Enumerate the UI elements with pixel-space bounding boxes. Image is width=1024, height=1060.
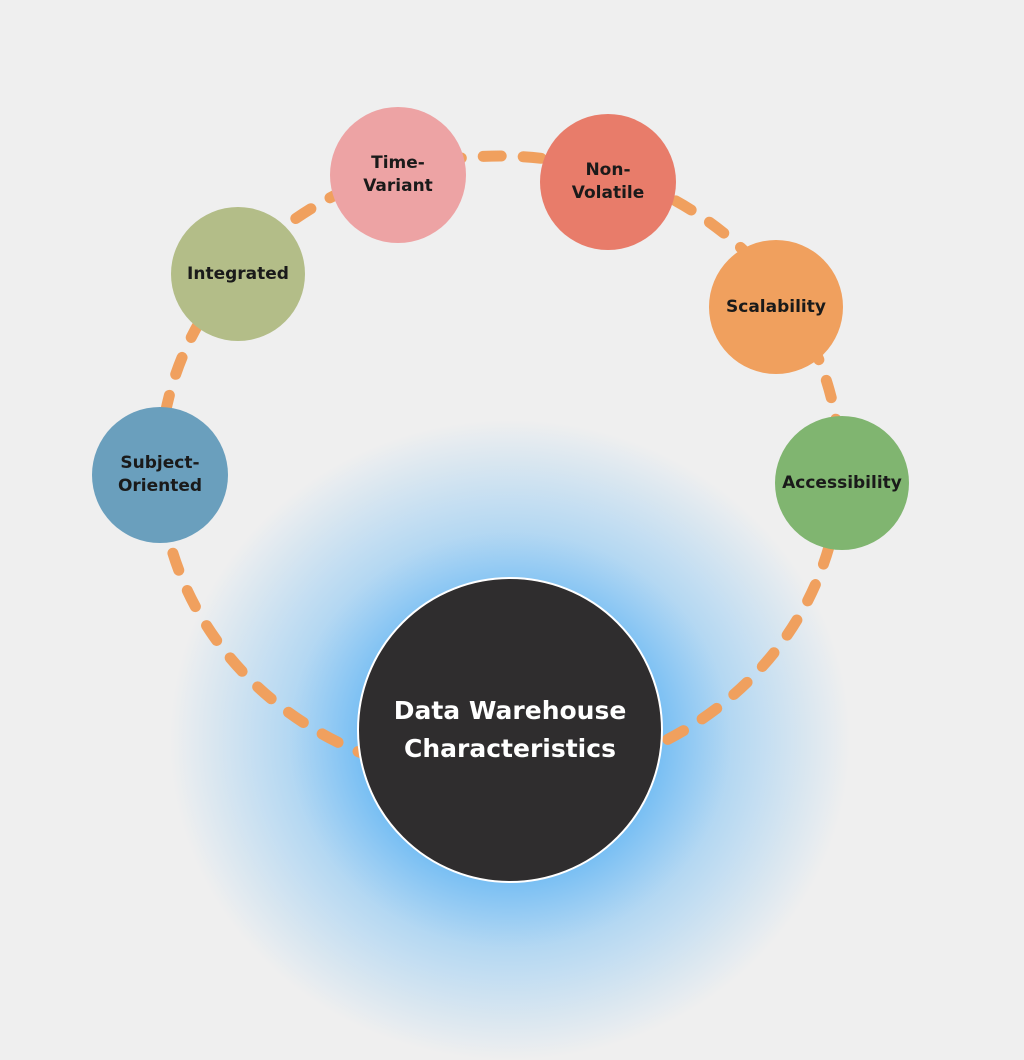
node-time-variant: Time- Variant bbox=[330, 107, 466, 243]
node-label: Subject- bbox=[120, 453, 200, 473]
node-label: Time- bbox=[371, 153, 425, 173]
node-accessibility: Accessibility bbox=[775, 416, 909, 550]
node-scalability: Scalability bbox=[709, 240, 843, 374]
node-label: Scalability bbox=[726, 296, 826, 317]
node-label: Oriented bbox=[117, 476, 203, 496]
node-label: Integrated bbox=[187, 263, 289, 284]
node-label: Variant bbox=[363, 176, 433, 196]
node-label: Non- bbox=[585, 160, 631, 180]
node-integrated: Integrated bbox=[171, 207, 305, 341]
center-title-line1: Data Warehouse bbox=[393, 696, 627, 725]
node-subject-oriented: Subject- Oriented bbox=[92, 407, 228, 543]
node-label: Volatile bbox=[571, 183, 645, 203]
node-non-volatile: Non- Volatile bbox=[540, 114, 676, 250]
center-title-line2: Characteristics bbox=[404, 734, 616, 763]
node-label: Accessibility bbox=[782, 472, 902, 493]
